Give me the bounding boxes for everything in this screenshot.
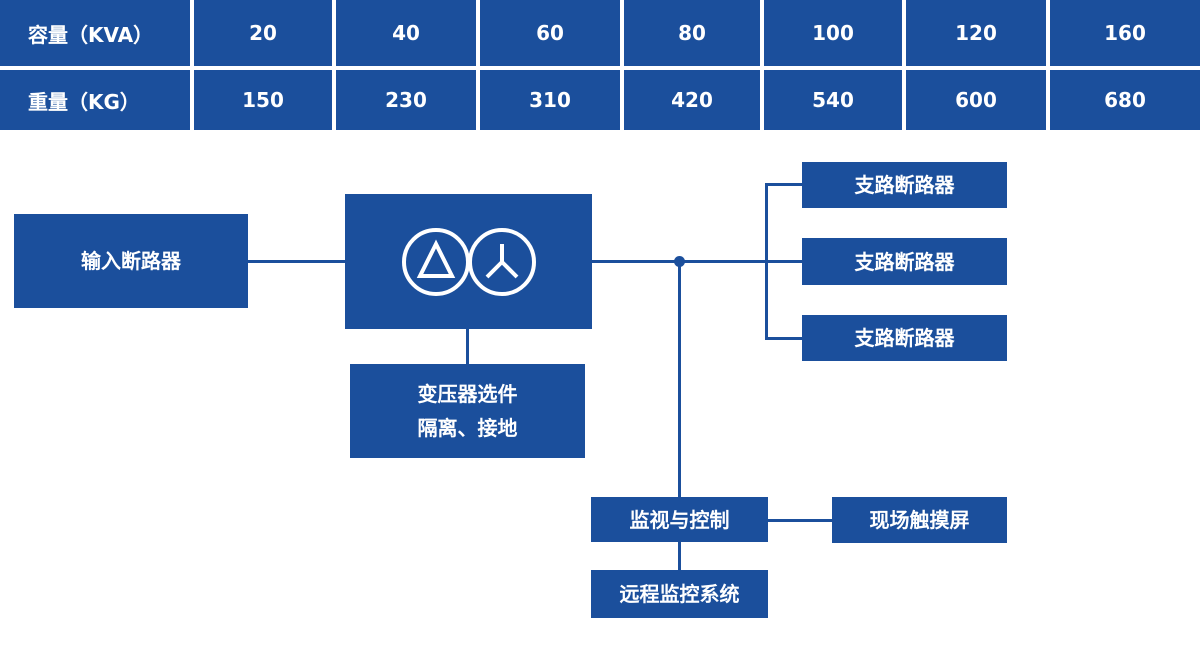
transformer-options-box: 变压器选件 隔离、接地 [350, 364, 585, 458]
table-cell: 120 [906, 0, 1046, 66]
connector-branch-top [765, 183, 802, 186]
table-cell: 40 [336, 0, 476, 66]
transformer-options-line1: 变压器选件 [417, 382, 518, 406]
branch-breaker-box: 支路断路器 [802, 162, 1007, 208]
connector-branch-vertical [765, 183, 768, 340]
input-breaker-box: 输入断路器 [14, 214, 248, 308]
table-cell: 420 [624, 70, 760, 130]
transformer-box [345, 194, 592, 329]
connector-transformer-options [466, 329, 469, 364]
connector-branch-bottom [765, 337, 802, 340]
branch-breaker-label: 支路断路器 [854, 249, 955, 274]
table-cell: 540 [764, 70, 902, 130]
connector-transformer-bus [592, 260, 802, 263]
table-cell: 100 [764, 0, 902, 66]
touch-screen-box: 现场触摸屏 [832, 497, 1007, 543]
connector-monitor-touchscreen [768, 519, 832, 522]
table-cell: 20 [194, 0, 332, 66]
table-row-header-weight: 重量（KG） [0, 70, 190, 130]
transformer-delta-wye-icon [401, 227, 536, 296]
table-cell: 60 [480, 0, 620, 66]
table-cell: 80 [624, 0, 760, 66]
table-cell: 150 [194, 70, 332, 130]
table-cell: 310 [480, 70, 620, 130]
input-breaker-label: 输入断路器 [81, 249, 181, 273]
table-cell: 680 [1050, 70, 1200, 130]
table-row-header-capacity: 容量（KVA） [0, 0, 190, 66]
connector-bus-monitor [678, 261, 681, 497]
monitor-control-box: 监视与控制 [591, 497, 768, 542]
remote-monitoring-label: 远程监控系统 [619, 582, 740, 606]
connector-monitor-remote [678, 542, 681, 570]
monitor-control-label: 监视与控制 [629, 507, 730, 532]
branch-breaker-label: 支路断路器 [854, 173, 955, 197]
junction-dot [674, 256, 685, 267]
table-cell: 600 [906, 70, 1046, 130]
branch-breaker-box: 支路断路器 [802, 238, 1007, 285]
touch-screen-label: 现场触摸屏 [869, 508, 970, 532]
branch-breaker-box: 支路断路器 [802, 315, 1007, 361]
table-cell: 230 [336, 70, 476, 130]
branch-breaker-label: 支路断路器 [854, 326, 955, 350]
connector-input-transformer [248, 260, 345, 263]
table-cell: 160 [1050, 0, 1200, 66]
remote-monitoring-box: 远程监控系统 [591, 570, 768, 618]
transformer-options-line2: 隔离、接地 [417, 416, 518, 440]
